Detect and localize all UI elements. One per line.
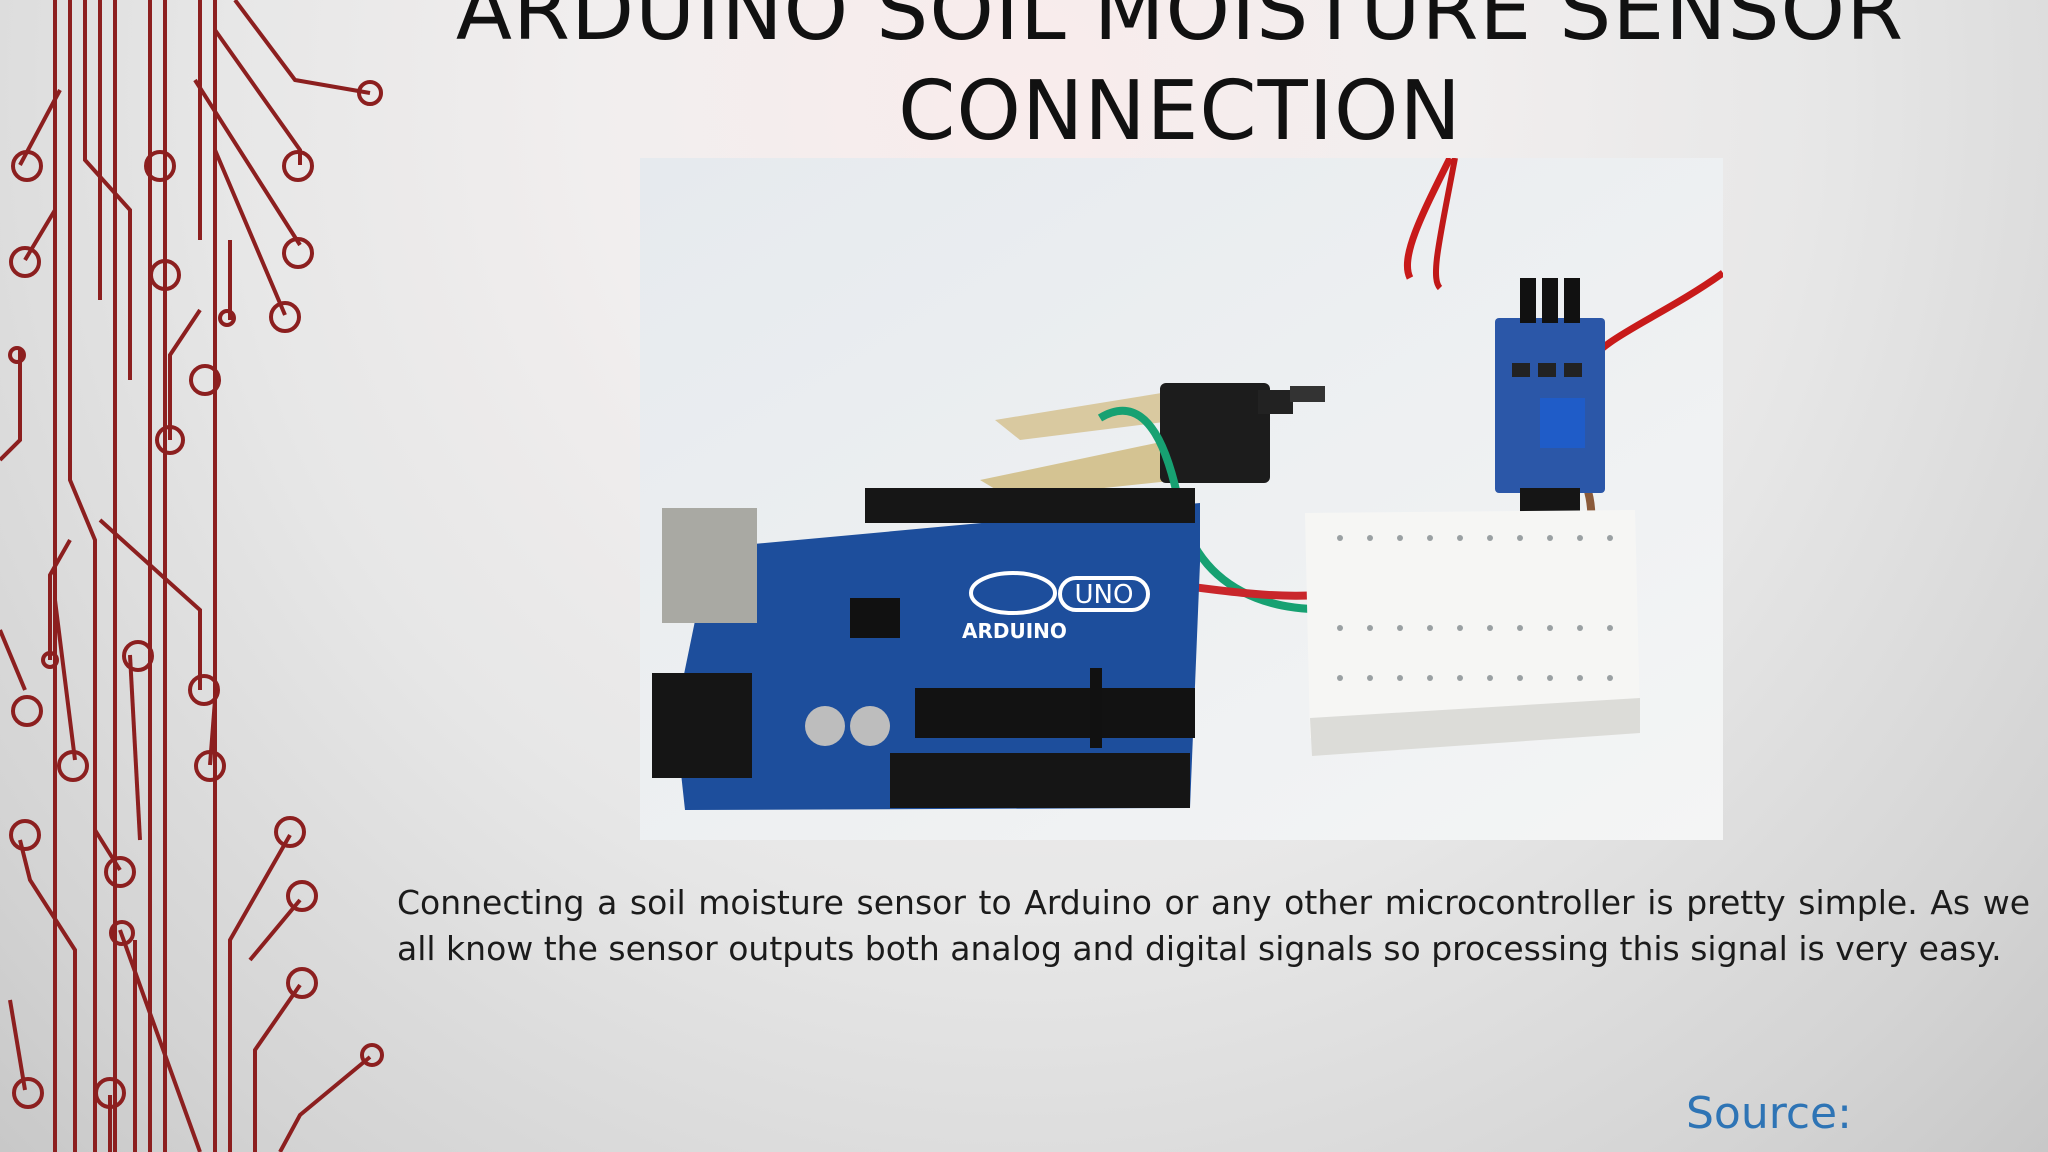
arduino-uno-board: UNO ARDUINO	[652, 488, 1200, 810]
slide-title-line-1: Arduino Soil Moisture Sensor	[455, 0, 1905, 59]
board-logo: UNO ARDUINO	[962, 571, 1150, 643]
soil-probe	[980, 383, 1325, 498]
breadboard	[1305, 510, 1640, 756]
slide-title-line-2: Connection	[898, 64, 1462, 159]
uno-label: UNO	[1075, 580, 1134, 610]
slide-body-text: Connecting a soil moisture sensor to Ard…	[397, 883, 2030, 968]
arduino-label: ARDUINO	[962, 619, 1067, 643]
arduino-sensor-photo: UNO ARDUINO	[640, 158, 1723, 840]
source-link[interactable]: Source:	[1686, 1088, 1852, 1139]
circuit-decoration	[0, 0, 384, 1152]
arduino-soil-sensor-illustration: UNO ARDUINO	[640, 158, 1723, 840]
slide-title: Arduino Soil Moisture Sensor Connection	[420, 0, 1940, 162]
